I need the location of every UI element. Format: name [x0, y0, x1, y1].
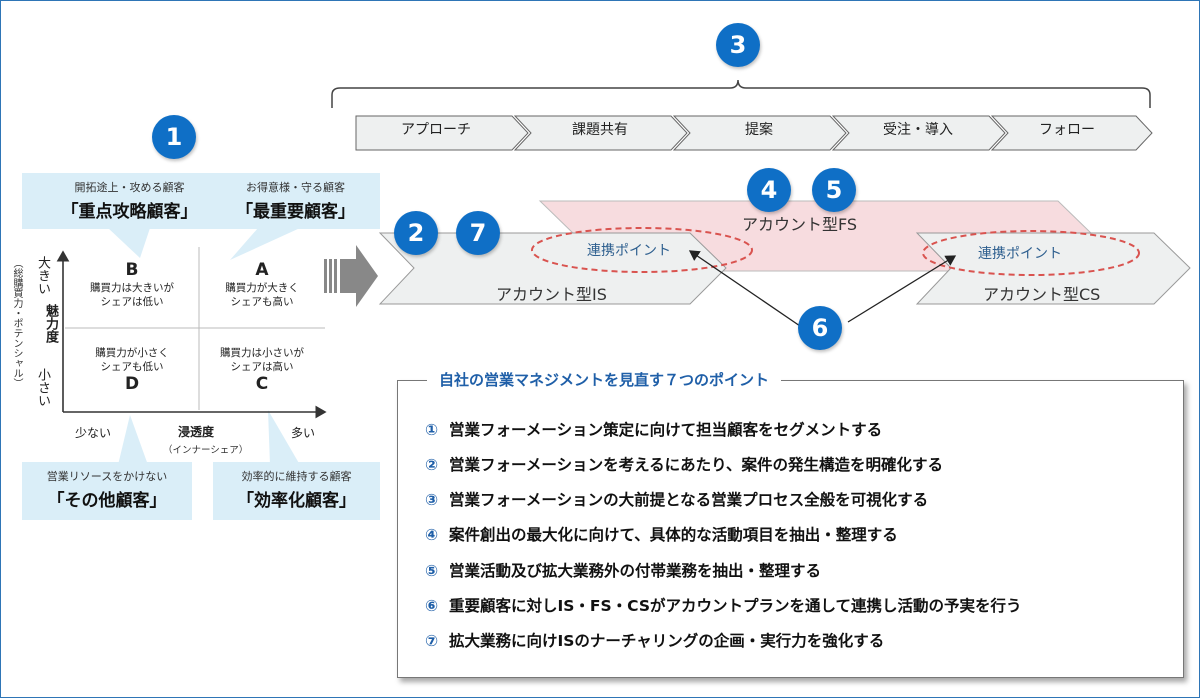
quadrant-b-desc: 購買力は大きいがシェアは低い [90, 282, 174, 308]
step-chevron-5 [990, 115, 1153, 151]
badge-7: 7 [456, 211, 500, 255]
callout-bottom-left-main: 「その他顧客」 [47, 491, 167, 511]
callout-top-right-sub: お得意様・守る顧客 [246, 181, 345, 194]
pointer-top-left [108, 228, 150, 258]
callout-top-left-sub: 開拓途上・攻める顧客 [74, 181, 185, 194]
quadrant-a-desc: 購買力が大きくシェアも高い [225, 282, 299, 308]
x-axis-label: 浸透度 [178, 425, 215, 439]
quadrant-d-letter: D [124, 374, 140, 394]
pointer-top-right [230, 228, 300, 260]
process-brace [331, 79, 1151, 108]
callout-bottom-left: 営業リソースをかけない 「その他顧客」 [22, 462, 192, 520]
badge-1: 1 [152, 115, 196, 159]
callout-bottom-left-sub: 営業リソースをかけない [46, 470, 168, 483]
quadrant-c-letter: C [255, 374, 269, 394]
step-chevron-3 [672, 115, 847, 151]
pointer-bottom-left [118, 415, 148, 465]
link-point-label-right: 連携ポイント [978, 246, 1062, 262]
account-cs-label: アカウント型CS [983, 285, 1101, 304]
link-point-ellipse-left [531, 227, 753, 273]
callout-top-right: お得意様・守る顧客 「最重要顧客」 [211, 173, 380, 229]
link-arrow-right [847, 255, 957, 323]
account-fs-label: アカウント型FS [742, 215, 858, 234]
y-axis-low: 小さい [35, 368, 50, 407]
pointer-bottom-right [268, 410, 300, 465]
step-chevron-1 [355, 115, 529, 151]
quadrant-d-desc: 購買力が小さくシェアも低い [95, 347, 169, 373]
step-chevron-4 [831, 115, 1006, 151]
callout-top-right-main: 「最重要顧客」 [236, 202, 355, 222]
transition-arrow-icon [324, 245, 378, 307]
step-label-3: 提案 [745, 122, 773, 138]
callout-bottom-right-sub: 効率的に維持する顧客 [241, 470, 352, 483]
step-chevron-2 [513, 115, 688, 151]
badge-6: 6 [798, 306, 842, 350]
badge-5: 5 [812, 168, 856, 212]
account-is-label: アカウント型IS [496, 285, 607, 304]
callout-bottom-right-main: 「効率化顧客」 [237, 491, 356, 511]
quadrant-c-desc: 購買力は小さいがシェアは高い [220, 347, 304, 373]
link-point-ellipse-right [922, 230, 1140, 276]
badge-3: 3 [716, 23, 760, 67]
x-axis-high: 多い [291, 426, 316, 440]
points-box [397, 380, 1184, 678]
quadrant-a-letter: A [255, 260, 269, 280]
points-title: 自社の営業マネジメントを見直す７つのポイント [427, 368, 782, 392]
callout-top-left: 開拓途上・攻める顧客 「重点攻略顧客」 [22, 173, 237, 229]
callout-bottom-right: 効率的に維持する顧客 「効率化顧客」 [213, 462, 380, 520]
x-axis-sublabel: （インナーシェア） [163, 445, 249, 456]
step-label-2: 課題共有 [572, 122, 628, 138]
x-axis-low: 少ない [75, 426, 112, 440]
badge-2: 2 [394, 211, 438, 255]
step-label-4: 受注・導入 [883, 122, 953, 138]
step-label-5: フォロー [1039, 122, 1095, 138]
y-axis-sublabel: （総購買力・ポテンシャル） [11, 258, 22, 388]
badge-4: 4 [747, 168, 791, 212]
link-arrow-left [688, 250, 801, 327]
quadrant-b-letter: B [125, 260, 139, 280]
step-label-1: アプローチ [401, 122, 471, 138]
callout-top-left-main: 「重点攻略顧客」 [61, 202, 198, 222]
link-point-label-left: 連携ポイント [587, 243, 671, 259]
y-axis-high: 大きい [35, 256, 50, 295]
y-axis-label: 魅力度 [43, 304, 58, 343]
